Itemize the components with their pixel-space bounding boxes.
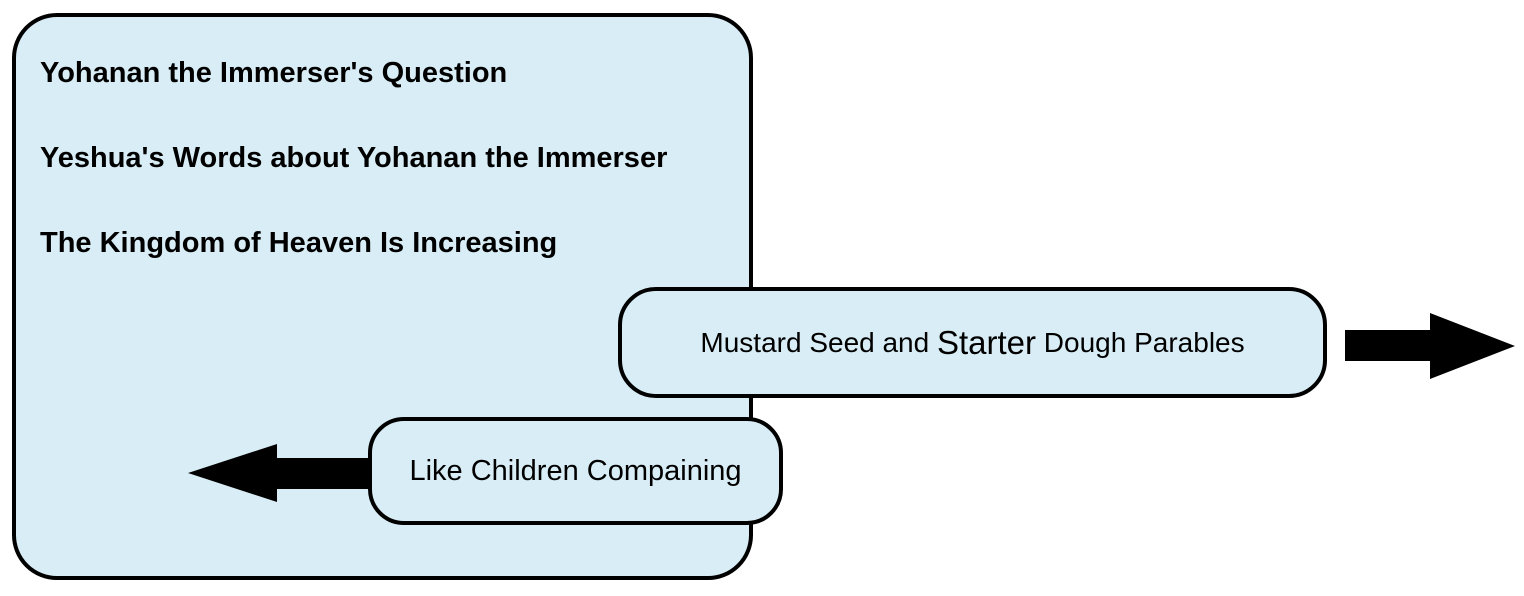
arrow-left-shaft — [275, 458, 372, 489]
arrow-right-shaft — [1345, 330, 1433, 361]
children-box-label: Like Children Compaining — [409, 454, 742, 487]
mustard-box-label-emphasis: Starter — [936, 323, 1037, 361]
mustard-box-label-before: Mustard Seed and — [700, 326, 937, 358]
children-complaining-box: Like Children Compaining — [368, 417, 783, 525]
main-box-line-2: Yeshua's Words about Yohanan the Immerse… — [40, 142, 668, 174]
main-box-line-1: Yohanan the Immerser's Question — [40, 57, 508, 89]
mustard-box-label-after: Dough Parables — [1036, 326, 1245, 358]
arrow-right-icon — [1430, 313, 1515, 379]
arrow-left-icon — [188, 444, 277, 502]
mustard-seed-box: Mustard Seed and Starter Dough Parables — [618, 287, 1327, 398]
main-box-line-3: The Kingdom of Heaven Is Increasing — [40, 227, 558, 259]
